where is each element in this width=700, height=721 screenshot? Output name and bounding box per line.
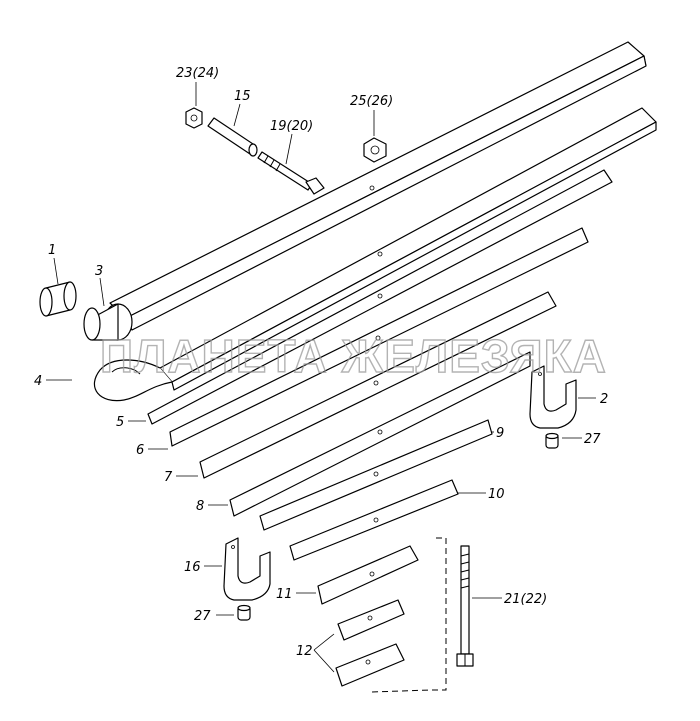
leader-lines (46, 82, 596, 673)
callout-7: 7 (164, 470, 173, 485)
callout-8: 8 (196, 499, 204, 514)
leaf-9 (259, 419, 493, 531)
rivet-27-left (237, 604, 251, 621)
callout-21: 21(22) (504, 592, 547, 607)
leaf-6 (169, 227, 589, 447)
callout-5: 5 (116, 415, 124, 430)
bushing-1 (39, 281, 77, 317)
center-bolt (456, 545, 474, 667)
callout-19: 19(20) (270, 119, 313, 134)
spring-eye-bushing (83, 303, 133, 341)
callout-11: 11 (276, 587, 293, 602)
nut-23 (185, 107, 203, 129)
leaf-11 (317, 545, 419, 605)
watermark-text: ПЛАНЕТА ЖЕЛЕЗЯКА (100, 330, 607, 382)
nut-25 (363, 137, 387, 163)
main-leaf-upper (109, 41, 647, 331)
callout-2: 2 (600, 392, 608, 407)
callout-6: 6 (136, 443, 144, 458)
pad-12-upper (337, 599, 405, 641)
callout-3: 3 (95, 264, 103, 279)
callout-4: 4 (34, 374, 42, 389)
callout-16: 16 (184, 560, 201, 575)
callout-1: 1 (48, 243, 56, 258)
leaf-8 (229, 351, 531, 517)
clamp-16 (223, 537, 271, 601)
callout-23: 23(24) (176, 66, 219, 81)
clamp-2 (529, 365, 577, 429)
callout-15: 15 (234, 89, 251, 104)
leaf-5 (147, 169, 613, 425)
leaf-7 (199, 291, 557, 479)
pin-15 (207, 117, 258, 157)
pad-12-lower (335, 643, 405, 687)
rivet-27-right (545, 432, 559, 449)
main-leaf-lower (94, 107, 657, 402)
callout-9: 9 (496, 426, 504, 441)
leaf-10 (289, 479, 459, 561)
callout-27-left: 27 (194, 609, 211, 624)
callout-27-right: 27 (584, 432, 601, 447)
bolt-19 (257, 151, 325, 195)
bolt-path-indicator (371, 537, 447, 693)
callout-25: 25(26) (350, 94, 393, 109)
callout-12: 12 (296, 644, 313, 659)
callout-10: 10 (488, 487, 505, 502)
